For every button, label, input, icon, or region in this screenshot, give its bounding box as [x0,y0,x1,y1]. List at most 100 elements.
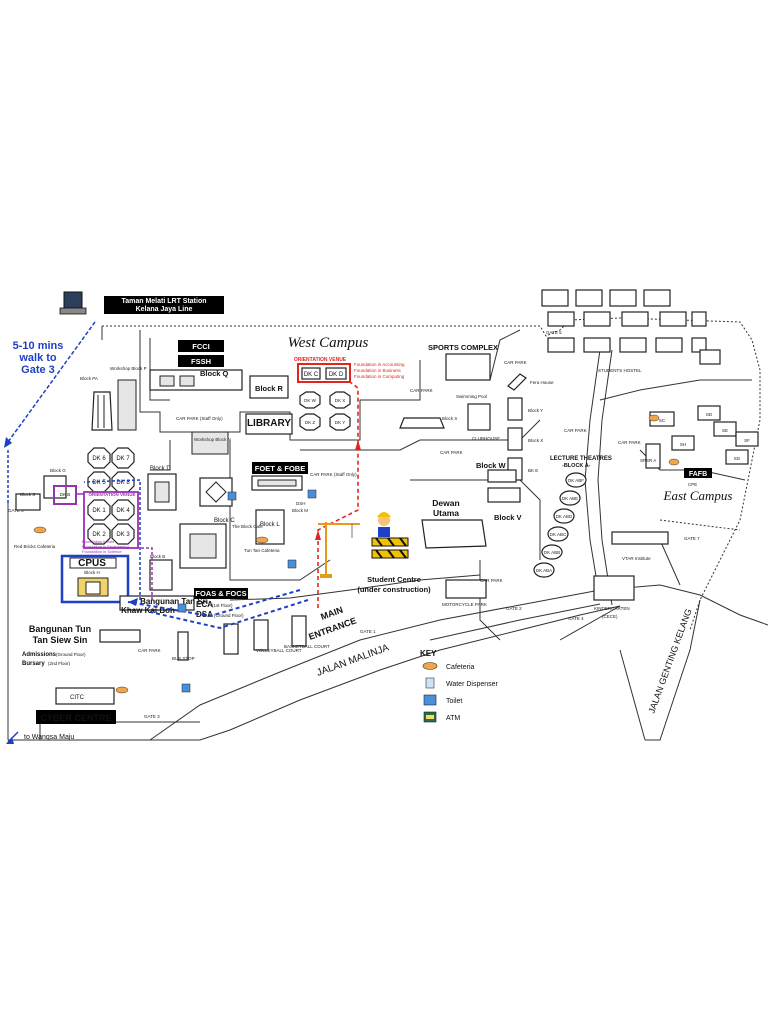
svg-text:Cafeteria: Cafeteria [446,664,475,671]
svg-text:Block PA: Block PA [80,376,98,381]
cafeteria-icons [33,414,680,694]
svg-text:SPORTS COMPLEX: SPORTS COMPLEX [428,343,498,352]
svg-text:Fera House: Fera House [530,380,554,385]
orientation-venue-west: ORIENTATION VENUE DK C DK D Foundation i… [294,357,405,383]
svg-text:CPUS: CPUS [78,558,106,569]
svg-text:DK 8: DK 8 [116,480,130,486]
walk-time: 5-10 mins [13,340,64,352]
block-m-label: Block M [292,508,308,513]
svg-text:Admissions: Admissions [22,652,57,658]
svg-text:Bangunan Tun: Bangunan Tun [29,624,91,634]
block-r: Block R [249,375,289,399]
lecture-theatres: LECTURE THEATRES -BLOCK A- DK ABF DK ABE… [533,456,612,578]
west-campus-title: West Campus [288,335,369,351]
svg-text:Tan Siew Sin: Tan Siew Sin [33,635,88,645]
svg-text:DK D: DK D [329,372,344,378]
block-b: Block B [149,554,173,591]
svg-text:Bursary: Bursary [22,661,45,667]
block-e [199,477,233,507]
water-dispenser-icon [425,677,435,689]
svg-text:CYBER CENTRE: CYBER CENTRE [40,713,111,723]
clubhouse: CLUBHOUSE [467,403,500,441]
legend-item-cafeteria: Cafeteria [422,662,475,671]
toilet-icon [423,694,437,706]
tun-tan-cafe-label: Tun Tan Cafeteria [244,548,280,553]
svg-text:LECTURE THEATRES: LECTURE THEATRES [550,456,612,462]
svg-text:SF: SF [744,438,750,443]
svg-text:DK B: DK B [60,492,71,497]
svg-text:CLUBHOUSE: CLUBHOUSE [472,436,500,441]
svg-text:FOET & FOBE: FOET & FOBE [255,464,305,473]
student-hostels: STUDENTS HOSTEL [541,289,721,373]
campus-boundary [7,317,768,741]
svg-text:Foundation in Computing: Foundation in Computing [354,374,405,379]
svg-text:CAR PARK: CAR PARK [138,648,161,653]
svg-text:DK Y: DK Y [335,420,345,425]
block-y: Block Y [507,397,543,421]
svg-text:FCCI: FCCI [192,342,210,351]
faculty-foet-fobe: FOET & FOBE [251,462,308,491]
walk-to: walk to [18,352,57,364]
svg-text:Workshop Block N: Workshop Block N [194,437,231,442]
svg-text:DK ABA: DK ABA [536,568,552,573]
svg-text:CAR PARK: CAR PARK [618,440,641,445]
block-x: Block X [507,427,543,451]
svg-text:Khaw Kai Boh: Khaw Kai Boh [121,606,175,615]
dsh-label: DSH [296,501,306,506]
faculty-foas-focs: FOAS & FOCS [194,588,248,599]
svg-text:VOLLEYBALL COURT: VOLLEYBALL COURT [256,648,302,653]
svg-text:MOTORCYCLE PARK: MOTORCYCLE PARK [442,602,487,607]
svg-text:East Campus: East Campus [663,488,733,503]
toilet-icons [177,489,317,693]
construction-crane-icon [318,522,360,578]
svg-text:DK Z: DK Z [305,420,316,425]
svg-text:Utama: Utama [433,508,459,518]
car-park-staff-foet: CAR PARK (Staff Only) [310,472,357,477]
vtar-institute: VTAR Institute [611,531,669,561]
svg-text:STUDENTS HOSTEL: STUDENTS HOSTEL [598,368,642,373]
svg-text:BASKETBALL COURT: BASKETBALL COURT [284,644,330,649]
svg-text:Block W: Block W [476,461,507,470]
svg-text:SE: SE [722,428,728,433]
svg-text:DK ABB: DK ABB [544,550,560,555]
svg-text:VTAR Institute: VTAR Institute [622,556,651,561]
svg-text:DK 2: DK 2 [92,532,106,538]
svg-text:Foundation in Accounting: Foundation in Accounting [354,362,405,367]
svg-text:ORIENTATION VENUE: ORIENTATION VENUE [294,357,347,363]
lrt-station-name: Taman Melati LRT Station [121,298,206,305]
cyber-centre: CITC CYBER CENTRE [36,687,116,724]
red-bricks-cafe-label: Red Bricks Cafeteria [14,544,56,549]
svg-text:DK ABC: DK ABC [550,532,567,537]
car-park-mid: CAR PARK [440,450,463,455]
svg-text:Block R: Block R [255,384,284,393]
svg-text:DK 6: DK 6 [92,456,106,462]
route-purple [76,493,153,600]
svg-text:Block H: Block H [84,570,100,575]
block-d: Block D [147,466,177,511]
svg-text:Workshop Block P: Workshop Block P [110,366,147,371]
svg-text:SC: SC [659,418,666,423]
svg-text:DK X: DK X [335,398,346,403]
student-centre: Student Centre (under construction) [357,575,431,594]
gate4-label: GATE 4 [568,616,584,621]
construction-worker-icon [377,512,391,537]
svg-text:Dewan: Dewan [432,498,459,508]
svg-text:DK 3: DK 3 [116,532,130,538]
svg-text:(under construction): (under construction) [357,585,431,594]
car-park-sc: CAR PARK [480,578,503,583]
faculty-fssh: FSSH [178,355,224,367]
car-park-staff-label: CAR PARK (Staff Only) [176,416,223,421]
svg-text:CPE: CPE [688,482,697,487]
svg-text:(Ground Floor): (Ground Floor) [56,652,86,657]
the-block-cafe-label: The Block Cafe [232,524,263,529]
walk-destination: Gate 3 [21,364,55,376]
dk-cluster-library: DK W DK X DK Z DK Y [299,391,351,431]
svg-text:CITC: CITC [70,695,85,701]
svg-text:Foundation in Business: Foundation in Business [354,368,402,373]
svg-text:BUS STOP: BUS STOP [172,656,195,661]
legend-item-water-dispenser: Water Dispenser [425,677,499,689]
faculty-fcci: FCCI [178,340,224,352]
svg-text:Swimming Pool: Swimming Pool [456,394,487,399]
svg-text:-BLOCK A-: -BLOCK A- [562,463,591,469]
